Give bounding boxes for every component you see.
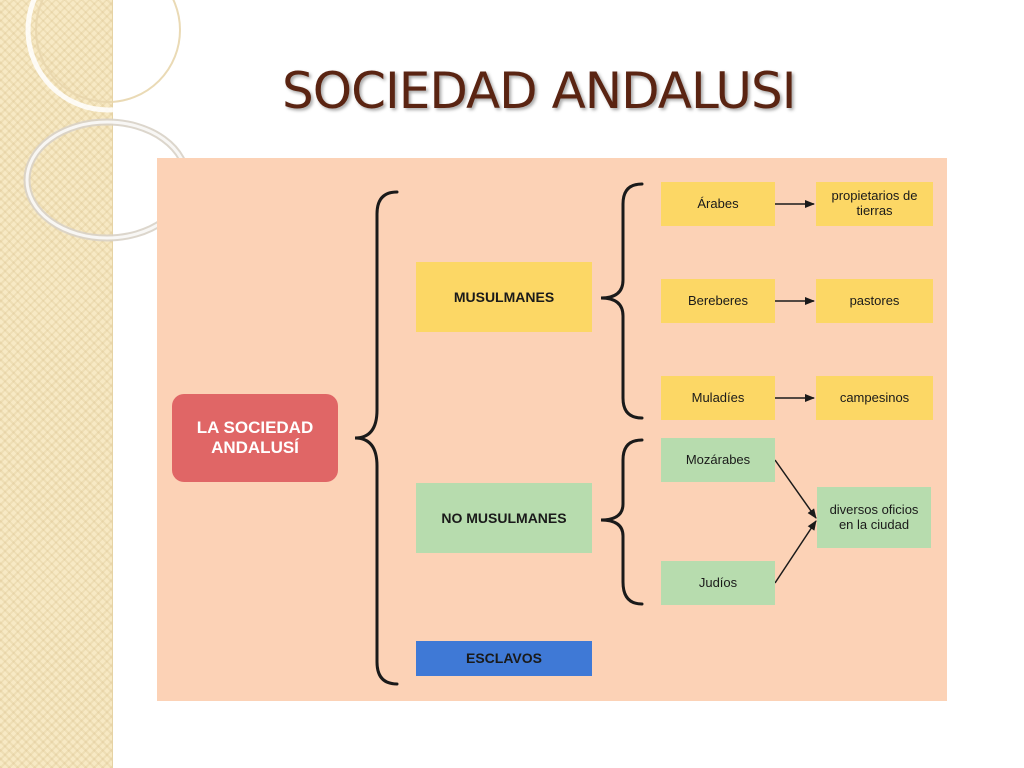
group-muslims: MUSULMANES [416,262,592,332]
root-brace [354,190,399,686]
subgroup-judios-label: Judíos [698,574,738,590]
group-muslims-label: MUSULMANES [453,288,555,305]
subgroup-muladies-label: Muladíes [691,389,745,405]
role-bereberes-label: pastores [849,292,900,308]
group-slaves-label: ESCLAVOS [466,650,542,667]
subgroup-judios: Judíos [661,561,775,605]
diagram-connectors [354,182,817,686]
role-muladies: campesinos [816,376,933,420]
role-muladies-label: campesinos [839,389,910,405]
group-non-muslims: NO MUSULMANES [416,483,592,553]
decorative-ring-icon [25,0,191,113]
page-title: SOCIEDAD ANDALUSI [282,62,796,120]
role-non-muslims: diversos oficios en la ciudad [817,487,931,548]
role-arabes-label: propietarios de tierras [831,188,918,218]
decorative-side-strip [0,0,113,768]
subgroup-muladies: Muladíes [661,376,775,420]
subgroup-mozarabes: Mozárabes [661,438,775,482]
non-muslims-brace [600,438,644,606]
group-slaves: ESCLAVOS [416,641,592,676]
root-node: LA SOCIEDAD ANDALUSÍ [172,394,338,482]
arrow-mozarabes [774,459,817,519]
subgroup-bereberes-label: Bereberes [688,292,748,308]
role-arabes: propietarios de tierras [816,182,933,226]
role-bereberes: pastores [816,279,933,323]
subgroup-bereberes: Bereberes [661,279,775,323]
root-label: LA SOCIEDAD ANDALUSÍ [196,417,314,457]
role-non-muslims-label: diversos oficios en la ciudad [829,501,919,532]
muslims-brace [600,182,644,420]
arrow-judios [774,520,817,584]
group-non-muslims-label: NO MUSULMANES [441,509,567,526]
subgroup-mozarabes-label: Mozárabes [685,451,751,467]
subgroup-arabes-label: Árabes [697,195,739,211]
subgroup-arabes: Árabes [661,182,775,226]
